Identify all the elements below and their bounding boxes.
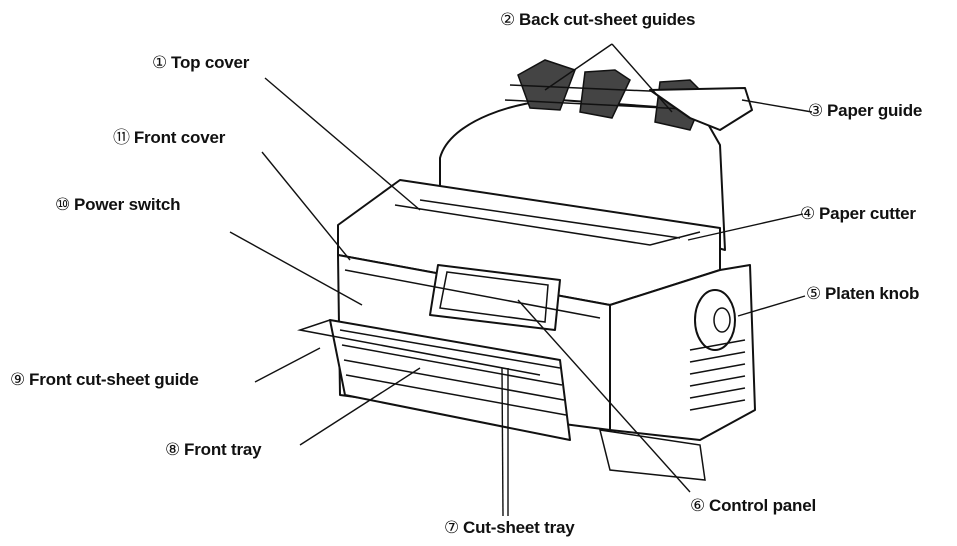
rear-paper-stand (439, 99, 726, 251)
side-vents (689, 339, 746, 411)
leader-back-guides-a (544, 43, 613, 91)
base-shape (598, 429, 706, 481)
leader-control-panel (517, 299, 691, 493)
leader-power-switch (229, 231, 363, 306)
platen-knob-shape (694, 289, 736, 351)
leader-cut-sheet-tray-a (501, 367, 504, 517)
leader-front-cut-sheet-guide (254, 347, 321, 383)
leader-top-cover (264, 77, 421, 211)
paper-guide-shape (649, 87, 753, 131)
leader-platen-knob (737, 295, 806, 317)
leader-paper-guide (741, 99, 813, 113)
leader-front-cover (261, 151, 351, 261)
leader-front-tray (299, 367, 421, 446)
leader-paper-cutter (687, 213, 804, 241)
leader-back-guides-b (611, 43, 673, 113)
